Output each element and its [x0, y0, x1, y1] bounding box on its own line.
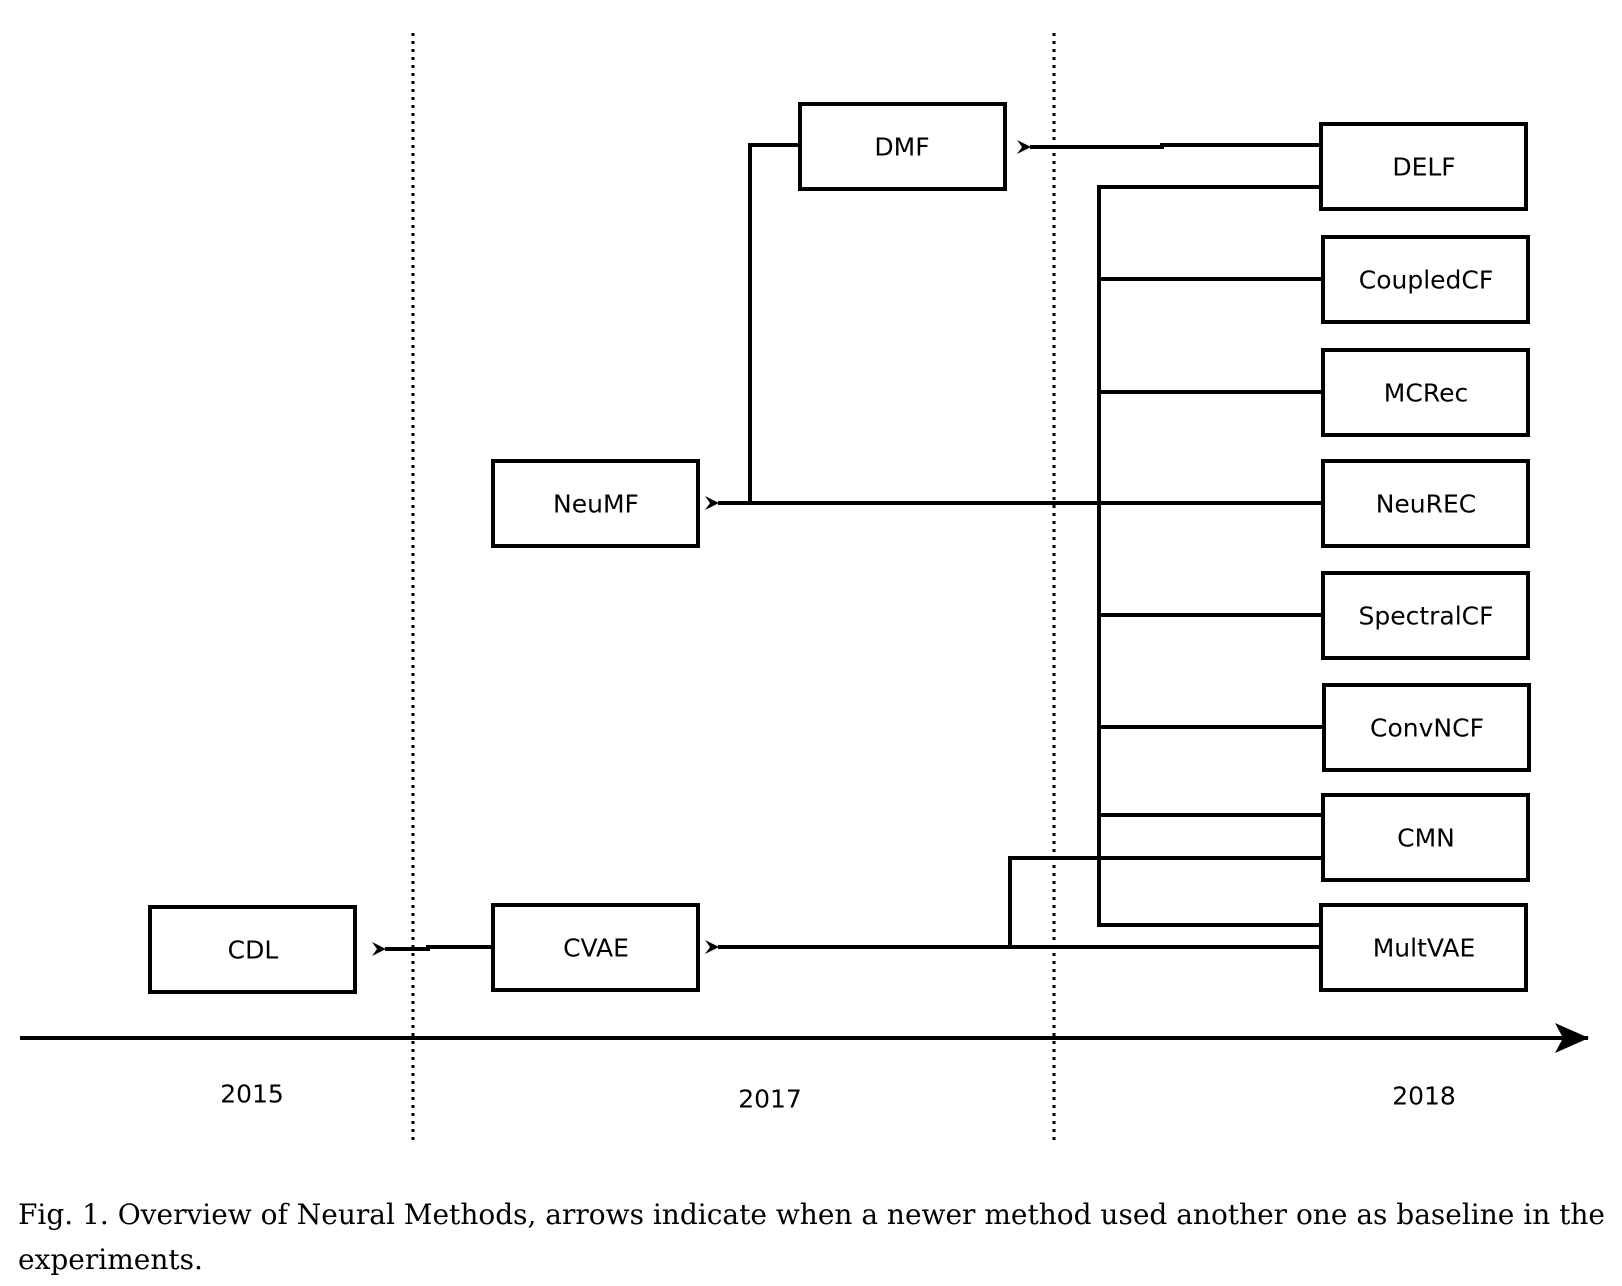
- node-coupledcf-box: [1321, 235, 1530, 324]
- node-dmf-box: [798, 102, 1007, 191]
- figure-caption: Fig. 1. Overview of Neural Methods, arro…: [18, 1198, 1605, 1276]
- node-neumf-label: NeuMF: [553, 490, 639, 519]
- node-cvae-label: CVAE: [563, 934, 629, 963]
- edge-cmn-to-cvae: [1008, 856, 1323, 947]
- node-spectralcf-box: [1321, 571, 1530, 660]
- node-cvae-box: [491, 903, 700, 992]
- node-dmf-label: DMF: [874, 133, 929, 162]
- node-delf-label: DELF: [1392, 153, 1455, 182]
- edge-delf-to-dmf: [1017, 140, 1321, 154]
- node-multvae-box: [1319, 903, 1528, 992]
- node-cdl-label: CDL: [228, 936, 279, 965]
- year-label-2018: 2018: [1392, 1082, 1456, 1111]
- node-convncf-label: ConvNCF: [1370, 714, 1484, 743]
- node-mcrec-label: MCRec: [1384, 379, 1468, 408]
- node-multvae-label: MultVAE: [1373, 934, 1476, 963]
- node-cmn-label: CMN: [1397, 824, 1455, 853]
- node-spectralcf-label: SpectralCF: [1358, 602, 1493, 631]
- timeline-diagram: DMF DELF CoupledCF MCRec NeuMF NeuREC Sp…: [20, 33, 1589, 1145]
- node-delf-box: [1319, 122, 1528, 211]
- node-convncf-box: [1322, 683, 1531, 772]
- node-neumf-box: [491, 459, 700, 548]
- year-label-2015: 2015: [220, 1080, 284, 1109]
- node-mcrec-box: [1321, 348, 1530, 437]
- node-cmn-box: [1321, 793, 1530, 882]
- node-neurec-box: [1321, 459, 1530, 548]
- year-label-2017: 2017: [738, 1085, 802, 1114]
- edge-cvae-to-cdl: [372, 942, 493, 956]
- edge-bus-trunk: [1097, 185, 1321, 927]
- node-coupledcf-label: CoupledCF: [1359, 266, 1494, 295]
- node-cdl-box: [148, 905, 357, 994]
- node-neurec-label: NeuREC: [1376, 490, 1477, 519]
- edge-dmf-to-neumf: [748, 143, 800, 503]
